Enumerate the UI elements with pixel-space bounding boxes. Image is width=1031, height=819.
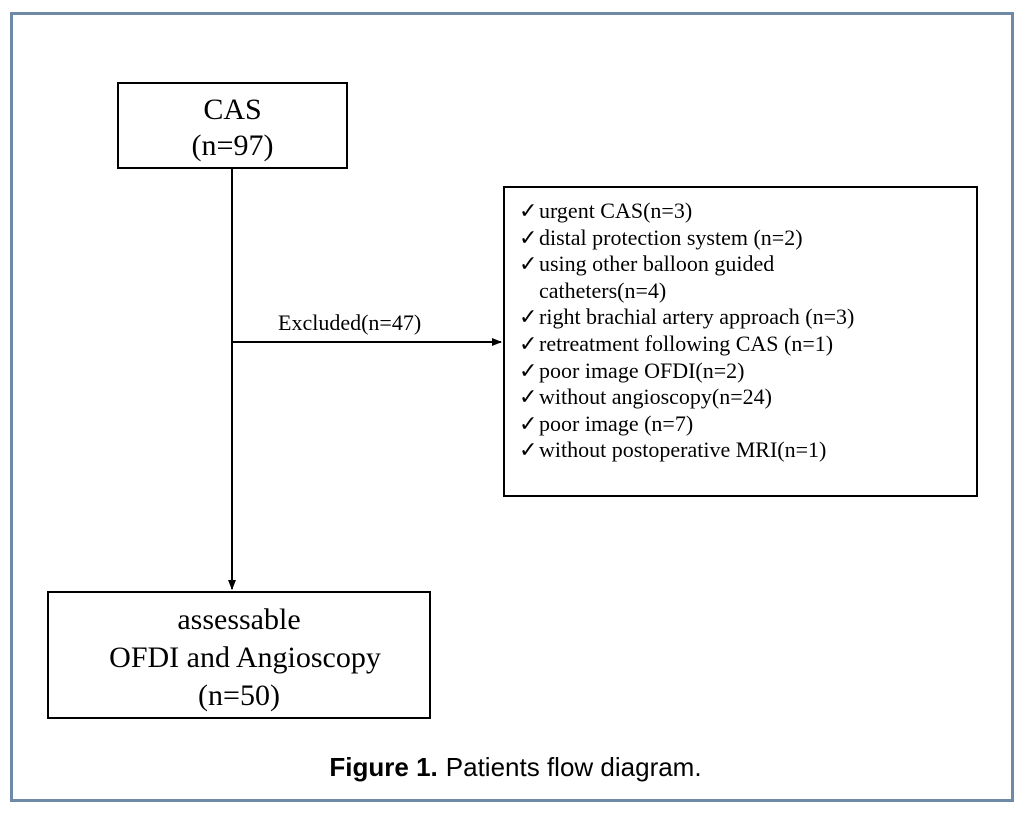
exclusion-box: ✓urgent CAS(n=3) ✓distal protection syst… [503,186,978,497]
exclusion-item-text: right brachial artery approach (n=3) [539,304,855,330]
check-icon: ✓ [519,198,538,223]
start-box-title: CAS [203,93,262,126]
exclusion-item: ✓retreatment following CAS (n=1) [519,331,976,358]
exclusion-item: ✓without angioscopy(n=24) [519,384,976,411]
exclusion-item: ✓distal protection system (n=2) [519,225,976,252]
check-icon: ✓ [519,224,538,250]
check-icon: ✓ [519,304,538,330]
exclusion-item-text: distal protection system (n=2) [539,224,803,250]
exclusion-item: ✓without postoperative MRI(n=1) [519,437,976,464]
exclusion-item: ✓using other balloon guided [519,251,976,278]
excluded-label: Excluded(n=47) [278,310,422,335]
start-box: CAS (n=97) [117,82,348,169]
exclusion-item: ✓poor image OFDI(n=2) [519,358,976,385]
exclusion-item-text: urgent CAS(n=3) [539,198,693,223]
caption-label: Figure 1. [329,752,438,782]
final-box-line-1: assessable [177,603,301,636]
exclusion-item: ✓poor image (n=7) [519,411,976,438]
exclusion-item-text: without postoperative MRI(n=1) [539,437,827,463]
final-box: assessable OFDI and Angioscopy (n=50) [47,591,431,719]
start-box-count: (n=97) [191,129,274,162]
exclusion-item: ✓right brachial artery approach (n=3) [519,304,976,331]
check-icon: ✓ [519,251,538,277]
final-box-count: (n=50) [198,679,280,712]
exclusion-item-text: without angioscopy(n=24) [539,384,772,410]
exclusion-item-text: poor image OFDI(n=2) [539,357,745,383]
check-icon: ✓ [519,410,538,436]
figure-caption: Figure 1.Patients flow diagram. [0,752,1031,783]
exclusion-item-text: catheters(n=4) [539,277,667,303]
exclusion-item-text: retreatment following CAS (n=1) [539,330,834,356]
final-box-line-2: OFDI and Angioscopy [109,641,381,674]
exclusion-item-text: poor image (n=7) [539,410,694,436]
check-icon: ✓ [519,437,538,463]
caption-text: Patients flow diagram. [445,752,702,782]
exclusion-item: ✓urgent CAS(n=3) [519,198,976,225]
check-icon: ✓ [519,357,538,383]
check-icon: ✓ [519,384,538,410]
exclusion-item-text: using other balloon guided [539,251,775,277]
figure-frame [10,12,1014,802]
check-icon: ✓ [519,330,538,356]
exclusion-item-continuation: catheters(n=4) [519,278,976,305]
